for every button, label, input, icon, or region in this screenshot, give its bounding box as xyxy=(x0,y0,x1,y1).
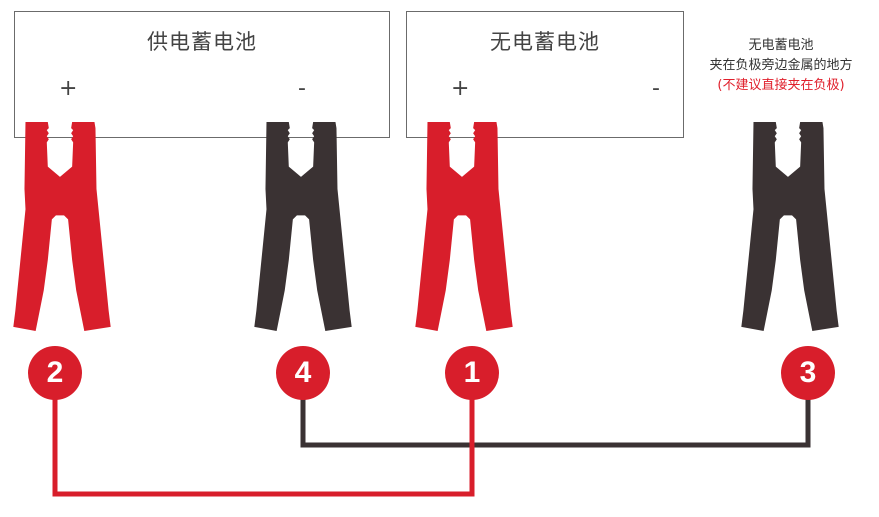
red-clamp-supply-positive xyxy=(13,122,111,331)
supply-battery-title: 供电蓄电池 xyxy=(147,30,257,54)
step-badge-3: 3 xyxy=(781,346,835,400)
ground-note: 无电蓄电池 夹在负极旁边金属的地方 (不建议直接夹在负极) xyxy=(690,36,872,96)
black-clamp-supply-negative xyxy=(254,122,352,331)
dead-negative-terminal: - xyxy=(652,76,660,101)
note-line-1: 无电蓄电池 xyxy=(748,38,814,53)
red-clamp-dead-positive xyxy=(415,122,513,331)
step-badge-4: 4 xyxy=(276,346,330,400)
step-badge-2: 2 xyxy=(28,346,82,400)
dead-battery-title: 无电蓄电池 xyxy=(490,30,600,54)
note-line-2: 夹在负极旁边金属的地方 xyxy=(709,58,853,73)
note-warning: (不建议直接夹在负极) xyxy=(717,78,845,93)
supply-positive-terminal: + xyxy=(59,76,78,101)
dead-positive-terminal: + xyxy=(451,76,470,101)
step-badge-1: 1 xyxy=(445,346,499,400)
supply-negative-terminal: - xyxy=(298,76,306,101)
dead-battery: 无电蓄电池 + - xyxy=(406,11,684,138)
black-cable xyxy=(300,395,811,448)
black-clamp-ground xyxy=(741,122,839,331)
supply-battery: 供电蓄电池 + - xyxy=(14,11,390,138)
